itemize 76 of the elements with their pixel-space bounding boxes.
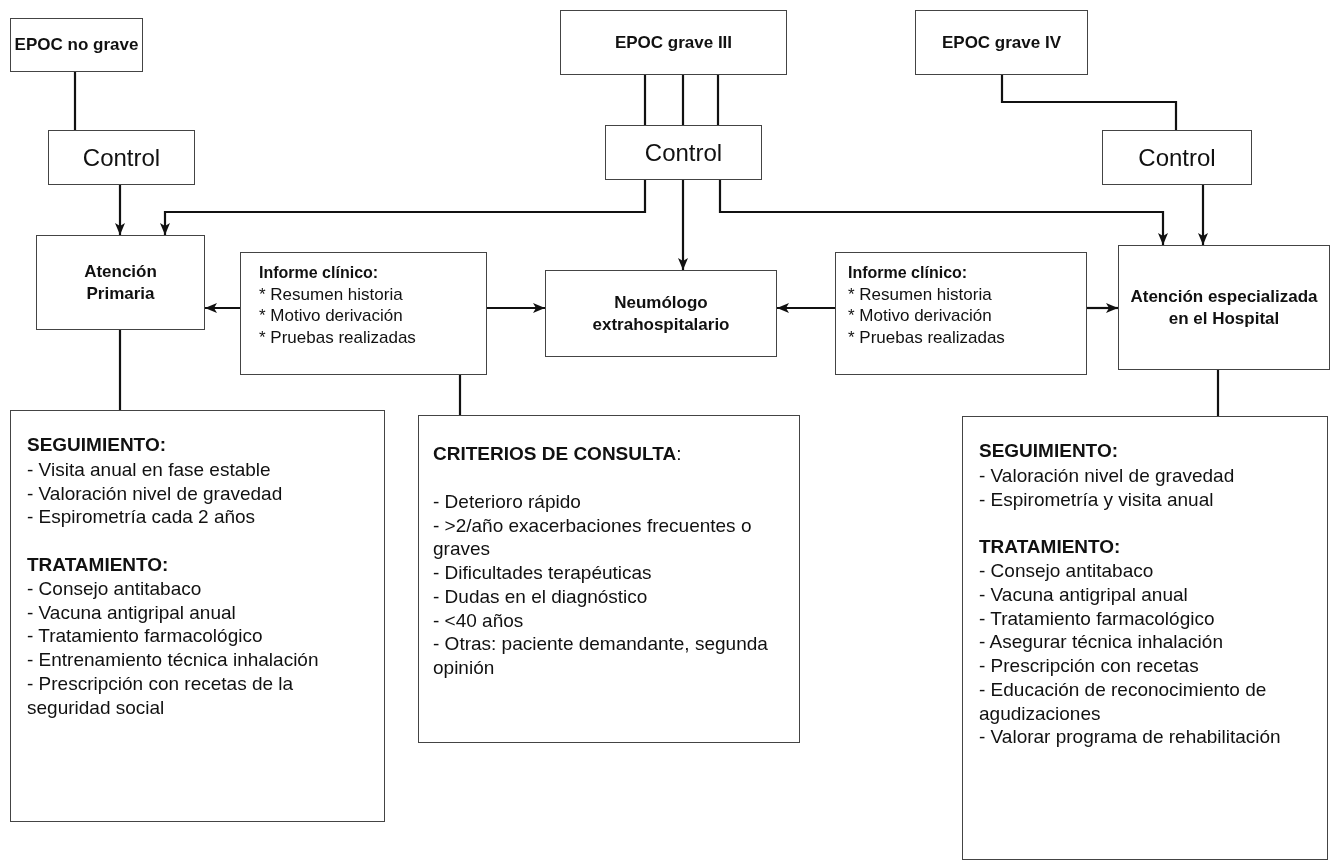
connector-line: [1216, 370, 1220, 416]
stage-box: [10, 18, 143, 72]
heading-text: TRATAMIENTO:: [979, 535, 1121, 559]
follow-up-box: [962, 416, 1328, 860]
heading-text: EPOC grave IV: [941, 31, 1062, 54]
arrow: [678, 180, 688, 270]
list-item-text: - >2/año exacerbaciones frecuentes o graves: [433, 513, 753, 561]
heading-text: EPOC grave III: [614, 31, 733, 54]
control-box: [1102, 130, 1252, 185]
connector-line: [643, 75, 647, 125]
heading-text: Informe clínico:: [848, 263, 968, 283]
list-item-text: * Pruebas realizadas: [259, 326, 416, 348]
arrow: [718, 180, 1168, 245]
list-item-text: - Prescripción con recetas de la seguridad social: [27, 671, 295, 720]
list-item-text: * Motivo derivación: [259, 305, 403, 327]
list-item-text: - Dificultades terapéuticas: [433, 561, 652, 585]
arrow: [777, 303, 835, 313]
connector-line: [118, 330, 122, 410]
connector-line: [716, 75, 720, 125]
list-item-text: * Resumen historia: [848, 284, 992, 306]
arrow: [487, 303, 545, 313]
list-item-text: - Vacuna antigripal anual: [27, 600, 236, 625]
heading-text: SEGUIMIENTO:: [27, 433, 166, 457]
list-item-text: - Prescripción con recetas: [979, 654, 1199, 678]
stage-box: [560, 10, 787, 75]
list-item-text: - Otras: paciente demandante, segunda opinión: [433, 632, 769, 680]
arrow: [1087, 303, 1118, 313]
list-item-text: - Asegurar técnica inhalación: [979, 630, 1223, 654]
control-box: [48, 130, 195, 185]
list-item-text: - Entrenamiento técnica inhalación: [27, 648, 319, 672]
connector-line: [681, 75, 685, 125]
arrow: [1198, 185, 1208, 245]
connector-line: [73, 72, 77, 130]
list-item-text: - Educación de reconocimiento de agudizaciones: [979, 677, 1268, 726]
list-item-text: - Tratamiento farmacológico: [979, 606, 1215, 631]
heading-text: Neumólogo extrahospitalario: [591, 292, 731, 335]
control-box: [605, 125, 762, 180]
list-item-text: - <40 años: [433, 608, 524, 633]
heading-text: SEGUIMIENTO:: [979, 439, 1118, 463]
node-label: Control: [1138, 142, 1216, 173]
list-item-text: - Dudas en el diagnóstico: [433, 584, 648, 609]
heading-text: Atención especializada en el Hospital: [1129, 286, 1319, 329]
list-item-text: - Valorar programa de rehabilitación: [979, 725, 1281, 749]
list-item-text: - Valoración nivel de gravedad: [27, 481, 283, 506]
arrow: [205, 303, 240, 313]
list-item-text: - Consejo antitabaco: [979, 559, 1154, 583]
list-item-text: - Visita anual en fase estable: [27, 457, 271, 482]
care-level-box: [1118, 245, 1330, 370]
arrow: [160, 180, 647, 235]
list-item-text: - Valoración nivel de gravedad: [979, 463, 1235, 488]
list-item-text: * Motivo derivación: [848, 305, 992, 327]
criteria-box: [418, 415, 800, 743]
connector-line: [458, 375, 462, 415]
arrow: [115, 185, 125, 235]
clinical-report-box: [240, 252, 487, 375]
list-item-text: - Consejo antitabaco: [27, 576, 202, 601]
list-item-text: * Pruebas realizadas: [848, 326, 1005, 348]
heading-text: EPOC no grave: [14, 34, 139, 56]
list-item-text: - Tratamiento farmacológico: [27, 624, 263, 648]
list-item-text: * Resumen historia: [259, 284, 403, 306]
node-label: Control: [82, 142, 161, 173]
node-label: Control: [644, 137, 723, 168]
heading-text: TRATAMIENTO:: [27, 553, 169, 577]
care-level-box: [36, 235, 205, 330]
heading-text: Informe clínico:: [259, 263, 379, 283]
connector-line: [1000, 75, 1178, 130]
stage-box: [915, 10, 1088, 75]
list-item-text: - Deterioro rápido: [433, 489, 581, 514]
heading-text: Atención Primaria: [83, 261, 158, 304]
follow-up-box: [10, 410, 385, 822]
clinical-report-box: [835, 252, 1087, 375]
list-item-text: - Espirometría y visita anual: [979, 487, 1214, 512]
list-item-text: CRITERIOS DE CONSULTA:: [433, 442, 682, 466]
list-item-text: - Espirometría cada 2 años: [27, 505, 256, 529]
list-item-text: - Vacuna antigripal anual: [979, 582, 1188, 607]
specialist-box: [545, 270, 777, 357]
